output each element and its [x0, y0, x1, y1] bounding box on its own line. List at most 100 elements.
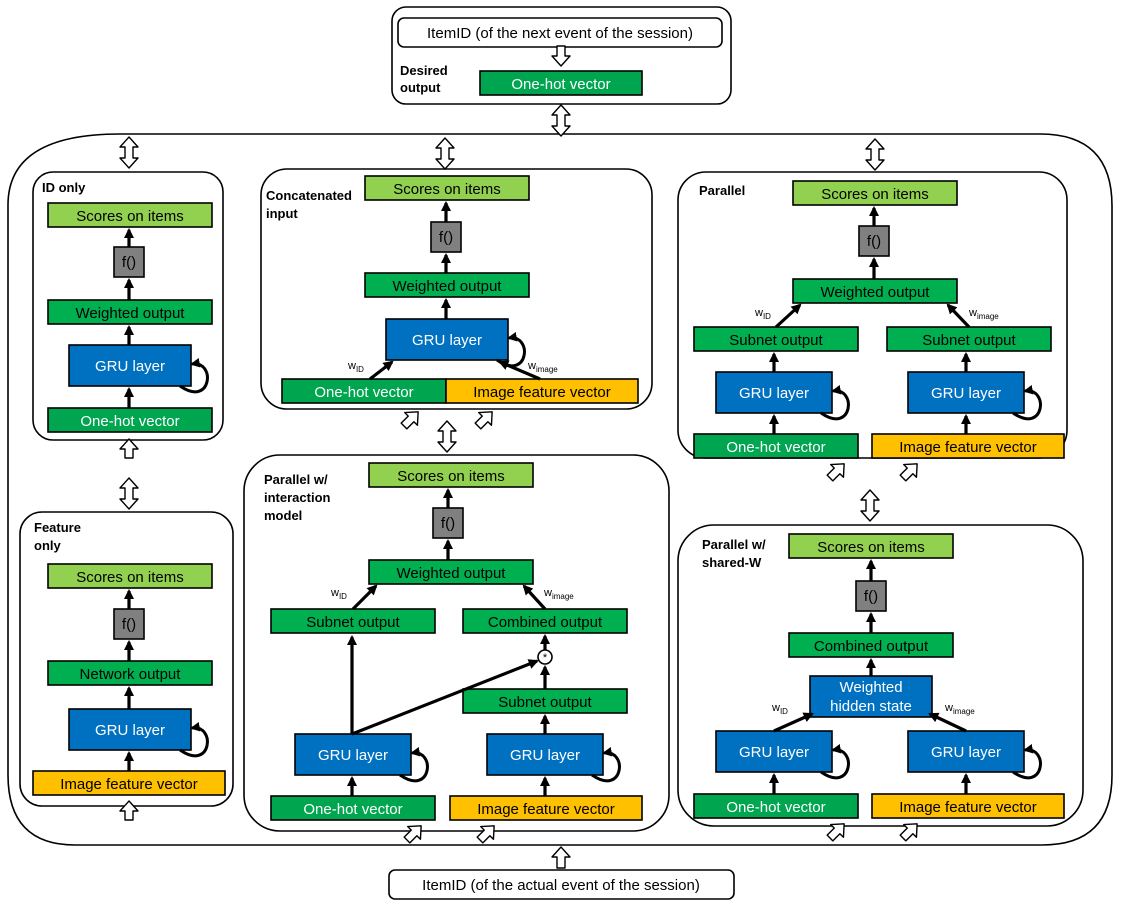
shared-w-one-hot-label: One-hot vector [726, 799, 825, 816]
parallel-subnet-output-right-box [886, 326, 1052, 352]
concat-scores-label: Scores on items [393, 181, 501, 198]
feature-only-gru-box [68, 708, 192, 751]
hollow-diagonal-arrow [400, 411, 419, 430]
concat-gru-label: GRU layer [412, 332, 482, 349]
id-only-f-label: f() [122, 254, 136, 271]
interaction-w-id-label: wID [330, 587, 347, 601]
hollow-diagonal-arrow [826, 463, 845, 482]
id-only-f-box [113, 246, 145, 278]
hollow-diagonal-arrow [474, 411, 493, 430]
interaction-title-line2: interaction [264, 490, 331, 505]
feature-only-image-feature-label: Image feature vector [60, 776, 198, 793]
parallel-f-box [858, 225, 890, 257]
concat-w-id-label: wID [347, 360, 364, 374]
shared-w-image-feature-box [871, 793, 1065, 819]
arrow [774, 303, 802, 329]
hollow-double-arrow [860, 489, 880, 522]
shared-w-one-hot-box [693, 793, 859, 819]
arrow [928, 712, 967, 733]
feature-only-scores-box [47, 563, 213, 589]
id-only-one-hot-box [47, 407, 213, 433]
parallel-image-feature-label: Image feature vector [899, 439, 1037, 456]
hollow-double-arrow [865, 138, 885, 171]
concat-gru-box [385, 318, 509, 361]
parallel-subnet-output-right-label: Subnet output [922, 332, 1016, 349]
arrow [522, 584, 547, 611]
shared-w-scores-label: Scores on items [817, 539, 925, 556]
parallel-title: Parallel [699, 183, 745, 198]
shared-w-combined-output-box [788, 632, 954, 658]
interaction-subnet-output-right-label: Subnet output [498, 694, 592, 711]
parallel-gru-left-box [715, 371, 833, 414]
recurrent-loop [1012, 744, 1042, 780]
hollow-up-arrow [119, 800, 139, 821]
parallel-scores-box [792, 180, 958, 206]
arrow [351, 659, 539, 736]
concatenated-title-line2: input [266, 206, 298, 221]
interaction-image-feature-box [449, 795, 643, 821]
hollow-diagonal-arrow [403, 825, 422, 844]
desired-output-title-line2: output [400, 80, 441, 95]
shared-w-title: Parallel w/ [702, 537, 766, 552]
concat-weighted-output-label: Weighted output [393, 278, 503, 295]
recurrent-loop [591, 747, 621, 783]
interaction-one-hot-label: One-hot vector [303, 801, 402, 818]
parallel-one-hot-box [693, 433, 859, 459]
recurrent-loop [399, 747, 429, 783]
interaction-title: Parallel w/ [264, 472, 328, 487]
shared-w-weighted-hidden-label: Weighted [839, 679, 902, 696]
shared-w-weighted-hidden-label-line2: hidden state [830, 698, 912, 715]
shared-w-gru-left-label: GRU layer [739, 744, 809, 761]
shared-w-combined-output-label: Combined output [814, 638, 929, 655]
parallel-f-label: f() [867, 233, 881, 250]
concat-f-label: f() [439, 229, 453, 246]
interaction-subnet-output-right-box [462, 688, 628, 714]
recurrent-loop [1012, 385, 1042, 421]
feature-only-image-feature-box [32, 770, 226, 796]
shared-w-title-line2: shared-W [702, 555, 762, 570]
parallel-gru-right-label: GRU layer [931, 385, 1001, 402]
parallel-w-id-label: wID [754, 307, 771, 321]
interaction-combined-output-label: Combined output [488, 614, 603, 631]
recurrent-loop [179, 722, 209, 758]
interaction-gru-left-label: GRU layer [318, 747, 388, 764]
feature-only-title: Feature [34, 520, 81, 535]
interaction-f-label: f() [441, 515, 455, 532]
hollow-double-arrow [551, 104, 571, 137]
interaction-gru-right-label: GRU layer [510, 747, 580, 764]
feature-only-gru-label: GRU layer [95, 722, 165, 739]
hollow-double-arrow [119, 477, 139, 510]
hollow-diagonal-arrow [899, 823, 918, 842]
hollow-up-arrow [119, 438, 139, 459]
hollow-up-arrow [551, 846, 571, 869]
desired-one-hot-label: One-hot vector [511, 76, 610, 93]
arrow [351, 584, 378, 611]
parallel-weighted-output-label: Weighted output [821, 284, 931, 301]
interaction-scores-box [368, 462, 534, 488]
concat-weighted-output-box [364, 272, 530, 298]
shared-w-gru-right-label: GRU layer [931, 744, 1001, 761]
interaction-w-image-label: wimage [543, 587, 574, 601]
concat-w-image-label: wimage [527, 360, 558, 374]
desired-one-hot-box [479, 70, 643, 96]
interaction-weighted-output-label: Weighted output [397, 565, 507, 582]
feature-only-network-output-box [47, 660, 213, 686]
multiply-symbol: * [543, 652, 548, 664]
recurrent-loop [820, 385, 850, 421]
parallel-subnet-output-left-label: Subnet output [729, 332, 823, 349]
shared-w-f-label: f() [864, 588, 878, 605]
id-only-weighted-output-label: Weighted output [76, 305, 186, 322]
recurrent-loop [179, 358, 209, 394]
interaction-image-feature-label: Image feature vector [477, 801, 615, 818]
parallel-gru-right-box [907, 371, 1025, 414]
hollow-diagonal-arrow [899, 463, 918, 482]
shared-w-scores-box [788, 533, 954, 559]
hollow-double-arrow [435, 137, 455, 170]
shared-w-image-feature-label: Image feature vector [899, 799, 1037, 816]
hollow-double-arrow [119, 136, 139, 169]
interaction-f-box [432, 507, 464, 539]
feature-only-panel [19, 511, 234, 807]
parallel-image-feature-box [871, 433, 1065, 459]
shared-w-w-image-label: wimage [944, 702, 975, 716]
